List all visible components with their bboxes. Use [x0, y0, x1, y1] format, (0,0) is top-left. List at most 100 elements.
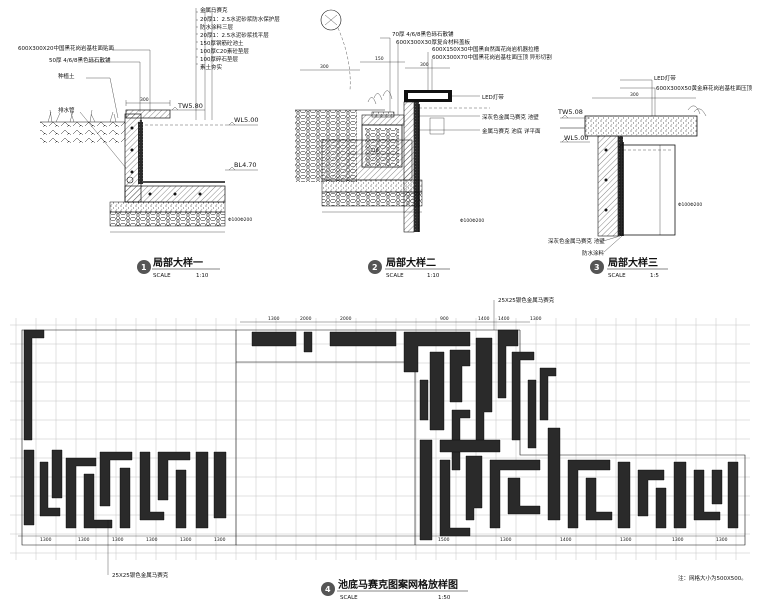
detail-2-concrete-bed [321, 179, 423, 193]
mosaic-strip [83, 473, 113, 529]
detail-2-callouts: 70厚 4/6/8黑色砾石散铺 600X300X30厚复合材料盖板 600X15… [392, 30, 552, 61]
detail-2-dim: 150 [375, 56, 384, 62]
mosaic-strip [51, 449, 63, 499]
mosaic-strip [439, 459, 471, 537]
title-number: 2 [372, 263, 378, 272]
level-wl: WL5.00 [564, 134, 589, 142]
mosaic-strip [139, 451, 165, 521]
detail-2-dim: 300 [320, 64, 329, 70]
title-number: 1 [141, 263, 147, 272]
mosaic-strip [99, 451, 133, 507]
callout: 金属马赛克 池底 详平面 [482, 127, 541, 135]
detail-1-concrete-bed [109, 201, 226, 213]
scale-label: SCALE [153, 273, 171, 279]
mosaic-strip [727, 461, 739, 529]
dim: 1300 [500, 537, 512, 543]
callout: 金属马赛克 [200, 6, 228, 14]
mosaic-strip [511, 351, 535, 441]
plan-label-top: 25X25银色金属马赛克 [498, 296, 555, 304]
callout: 600X150X30中国黑自然面花岗岩机器拉槽 [432, 45, 540, 53]
level-bl: BL4.70 [234, 161, 257, 169]
callout: 深灰色金属马赛克 池壁 [482, 113, 539, 121]
detail-1-callouts: 金属马赛克 20厚1：2.5水泥砂浆防水保护层 防水涂料三层 20厚1：2.5水… [200, 6, 280, 71]
detail-1-dim: 300 [140, 97, 149, 103]
mosaic-strip [585, 477, 613, 521]
dim: 1300 [716, 537, 728, 543]
dim: 1300 [530, 316, 542, 322]
detail-3-wall [597, 135, 676, 237]
mosaic-strip [655, 487, 667, 529]
detail-2-bubble [320, 9, 342, 31]
scale-value: 1:10 [427, 273, 440, 279]
detail-2-coping [403, 90, 490, 233]
callout: 防水涂料 [582, 249, 605, 257]
detail-3-bottom-callouts: 深灰色金属马赛克 池壁 防水涂料 [548, 237, 605, 257]
mosaic-strip [465, 455, 483, 521]
mosaic-strip [527, 379, 537, 449]
detail-1-left-callouts: 600X300X20中国黑花岗岩基柱面贴面 50厚 4/6/8黑色砾石散铺 种植… [18, 44, 115, 114]
mosaic-strip [39, 461, 61, 517]
detail-3-callouts: LED灯带 600X300X50黄金麻花岗岩基柱面压顶 [654, 74, 753, 92]
dim: 2000 [340, 316, 352, 322]
callout: 20厚1：2.5水泥砂浆找平层 [200, 31, 269, 39]
scale-label: SCALE [340, 595, 358, 601]
dim: 1300 [180, 537, 192, 543]
detail-3-levels: TW5.08 WL5.00 [557, 108, 590, 143]
callout: 排水管 [58, 106, 75, 114]
detail-2-basin [361, 90, 405, 168]
dim: 1400 [478, 316, 490, 322]
detail-2-title: 2 局部大样二 SCALE 1:10 [368, 256, 450, 279]
callout: 600X300X20中国黑花岗岩基柱面贴面 [18, 44, 115, 52]
mosaic-strip [213, 451, 227, 519]
dim: 1300 [620, 537, 632, 543]
mosaic-strip [507, 477, 541, 515]
detail-3-pipe-label: Φ100Φ200 [678, 202, 702, 208]
detail-1-pipe-label: Φ100Φ200 [228, 217, 252, 223]
detail-1-gravel-bed [109, 211, 226, 227]
mosaic-strip [65, 457, 97, 529]
detail-1: 300 TW5.80 WL5.00 BL4.70 Φ100Φ200 金属马赛克 … [18, 6, 280, 279]
plan-label-bottom: 25X25银色金属马赛克 [112, 571, 169, 579]
mosaic-strip [439, 439, 501, 453]
mosaic-strip [119, 467, 131, 529]
dim: 1300 [268, 316, 280, 322]
mosaic-strip [617, 461, 631, 529]
detail-1-pool-wall [124, 109, 226, 203]
callout: 种植土 [58, 72, 75, 80]
title-text: 局部大样三 [607, 256, 658, 269]
callout: 100厚C20素砼垫层 [200, 47, 249, 55]
detail-1-title: 1 局部大样一 SCALE 1:10 [137, 256, 220, 279]
callout: 100厚碎石垫层 [200, 55, 238, 63]
mosaic-strip [23, 449, 35, 526]
dim: 2000 [300, 316, 312, 322]
mosaic-strip [637, 469, 665, 517]
dim: 1300 [146, 537, 158, 543]
mosaic-strip [419, 379, 429, 421]
dim: 1300 [672, 537, 684, 543]
callout: 防水涂料三层 [200, 23, 234, 31]
mosaic-strip [451, 409, 471, 471]
callout: 深灰色金属马赛克 池壁 [548, 237, 605, 245]
dim: 1400 [560, 537, 572, 543]
callout: 150厚钢筋砼池土 [200, 39, 244, 47]
callout: 600X300X50黄金麻花岗岩基柱面压顶 [656, 84, 753, 92]
detail-3-dim: 300 [630, 92, 639, 98]
mosaic-pattern [23, 329, 739, 541]
title-text: 局部大样一 [152, 256, 203, 269]
callout: LED灯带 [654, 74, 676, 82]
mosaic-strip [195, 451, 209, 529]
title-text: 池底马赛克图案网格放样图 [338, 578, 458, 591]
scale-value: 1:10 [196, 273, 209, 279]
title-number: 3 [594, 263, 600, 272]
dim: 1300 [40, 537, 52, 543]
detail-2-side-callouts: LED灯带 深灰色金属马赛克 池壁 金属马赛克 池底 详平面 [482, 93, 541, 135]
dim: 1500 [438, 537, 450, 543]
mosaic-strip [497, 329, 519, 399]
plan-dims-bottom: 1300 1300 1300 1300 1300 1300 1500 1300 … [40, 537, 728, 543]
scale-value: 1:50 [438, 595, 451, 601]
mosaic-strip [449, 349, 471, 403]
mosaic-strip [429, 351, 445, 431]
detail-2-dim: 310 [370, 148, 379, 154]
mosaic-strip [23, 329, 45, 441]
